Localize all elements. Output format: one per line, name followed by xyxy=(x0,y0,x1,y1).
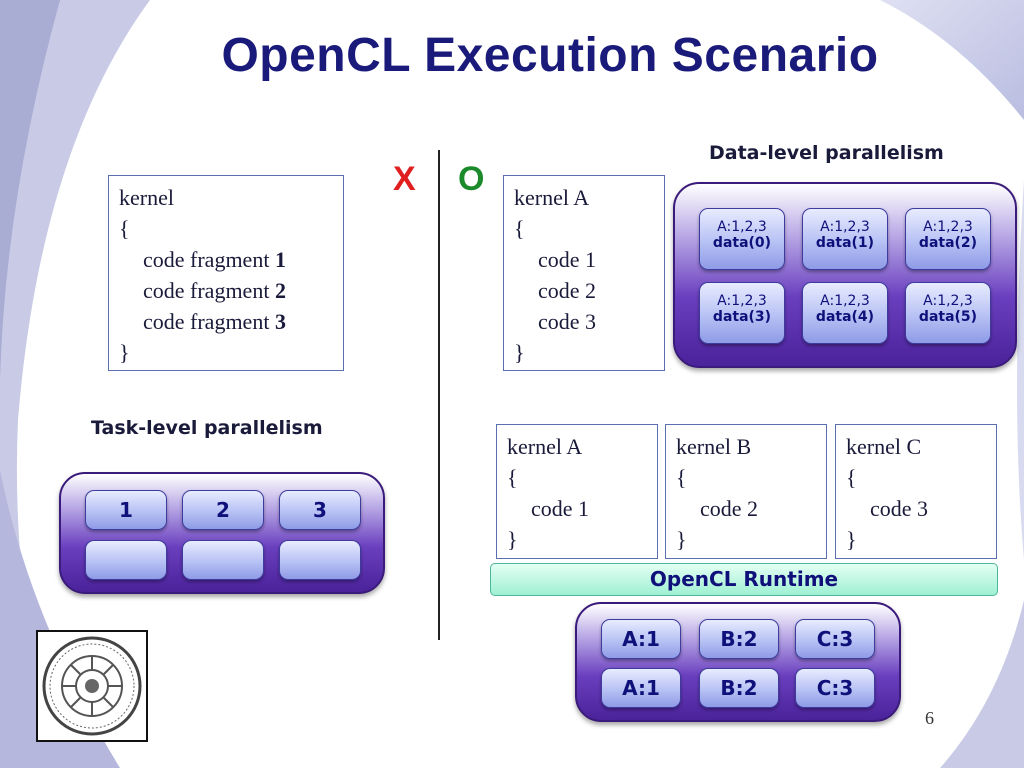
tile-data: data(0) xyxy=(712,235,772,251)
task-level-heading: Task-level parallelism xyxy=(91,417,323,439)
tile-data: data(3) xyxy=(712,309,772,325)
code-fragment-line: code fragment 3 xyxy=(119,306,333,337)
right-mark: O xyxy=(458,160,485,198)
tile-label: A:1,2,3 xyxy=(717,293,767,309)
right-kernel-box: kernel A { code 1 code 2 code 3 } xyxy=(503,175,665,371)
tile-data: data(4) xyxy=(815,309,875,325)
code-line: kernel C xyxy=(846,434,922,459)
code-line: code 2 xyxy=(538,278,597,303)
runtime-tile: B:2 xyxy=(699,619,779,659)
code-fragment-text: code fragment xyxy=(143,247,275,272)
code-fragment-line: code fragment 2 xyxy=(119,275,333,306)
divider-line xyxy=(438,150,440,640)
code-line: { xyxy=(507,465,518,490)
code-line: } xyxy=(846,527,857,552)
code-line: code 2 xyxy=(700,496,759,521)
task-tile: 3 xyxy=(279,490,361,530)
code-fragment-text: code fragment xyxy=(143,278,275,303)
kernel-b-box: kernel B { code 2 } xyxy=(665,424,827,559)
task-level-panel: 1 2 3 xyxy=(59,472,385,594)
code-line: } xyxy=(119,340,130,365)
task-tile-empty xyxy=(182,540,264,580)
runtime-tile: A:1 xyxy=(601,668,681,708)
code-line: { xyxy=(514,216,525,241)
code-line: } xyxy=(514,340,525,365)
tile-label: A:1,2,3 xyxy=(820,293,870,309)
opencl-runtime-bar: OpenCL Runtime xyxy=(490,563,998,596)
page-number: 6 xyxy=(925,708,934,728)
seal-icon xyxy=(42,636,142,736)
data-level-heading: Data-level parallelism xyxy=(709,142,944,164)
runtime-tile: C:3 xyxy=(795,619,875,659)
tile-label: A:1,2,3 xyxy=(923,219,973,235)
code-line: kernel A xyxy=(514,185,590,210)
code-fragment-text: code fragment xyxy=(143,309,275,334)
task-tile-empty xyxy=(85,540,167,580)
code-line: } xyxy=(507,527,518,552)
runtime-panel: A:1 B:2 C:3 A:1 B:2 C:3 xyxy=(575,602,901,722)
wrong-mark: X xyxy=(393,160,416,198)
runtime-tile: C:3 xyxy=(795,668,875,708)
code-line: } xyxy=(676,527,687,552)
tile-label: A:1,2,3 xyxy=(923,293,973,309)
fragment-number: 2 xyxy=(274,278,286,303)
fragment-number: 3 xyxy=(274,309,286,334)
tile-data: data(5) xyxy=(918,309,978,325)
tile-data: data(2) xyxy=(918,235,978,251)
university-seal-logo xyxy=(36,630,148,742)
code-line: { xyxy=(676,465,687,490)
code-line: code 1 xyxy=(538,247,597,272)
tile-data: data(1) xyxy=(815,235,875,251)
code-line: kernel xyxy=(119,185,174,210)
left-kernel-box: kernel { code fragment 1 code fragment 2… xyxy=(108,175,344,371)
kernel-a-box: kernel A { code 1 } xyxy=(496,424,658,559)
kernel-c-box: kernel C { code 3 } xyxy=(835,424,997,559)
tile-label: A:1,2,3 xyxy=(820,219,870,235)
code-line: { xyxy=(119,216,130,241)
code-line: code 3 xyxy=(870,496,929,521)
code-line: kernel B xyxy=(676,434,752,459)
task-tile-empty xyxy=(279,540,361,580)
runtime-tile: B:2 xyxy=(699,668,779,708)
task-tile: 2 xyxy=(182,490,264,530)
code-fragment-line: code fragment 1 xyxy=(119,244,333,275)
tile-label: A:1,2,3 xyxy=(717,219,767,235)
fragment-number: 1 xyxy=(274,247,286,272)
code-line: code 3 xyxy=(538,309,597,334)
code-line: { xyxy=(846,465,857,490)
slide-title: OpenCL Execution Scenario xyxy=(221,29,879,82)
code-line: code 1 xyxy=(531,496,590,521)
code-line: kernel A xyxy=(507,434,583,459)
runtime-tile: A:1 xyxy=(601,619,681,659)
task-tile: 1 xyxy=(85,490,167,530)
